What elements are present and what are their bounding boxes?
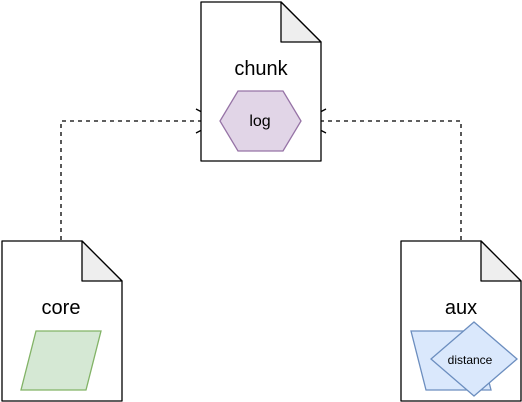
document-core-fold xyxy=(81,240,123,282)
distance-diamond[interactable] xyxy=(430,321,518,397)
document-aux-fold xyxy=(480,240,522,282)
core-parallelogram[interactable] xyxy=(20,330,102,391)
distance-diamond-label: distance xyxy=(448,353,493,367)
log-hexagon[interactable] xyxy=(219,90,302,152)
document-chunk[interactable]: chunk log xyxy=(200,1,322,162)
edge-core-to-chunk-line xyxy=(60,120,217,240)
log-hexagon-label: log xyxy=(249,113,270,130)
document-aux-label: aux xyxy=(445,297,477,319)
edge-aux-to-chunk-line xyxy=(305,120,462,240)
document-aux[interactable]: aux distance xyxy=(400,240,522,402)
edge-aux-to-chunk[interactable] xyxy=(301,108,462,240)
document-chunk-fold xyxy=(280,1,322,43)
edge-core-to-chunk[interactable] xyxy=(60,108,221,240)
document-core[interactable]: core xyxy=(1,240,123,402)
document-chunk-label: chunk xyxy=(234,58,288,80)
document-core-label: core xyxy=(42,297,81,319)
